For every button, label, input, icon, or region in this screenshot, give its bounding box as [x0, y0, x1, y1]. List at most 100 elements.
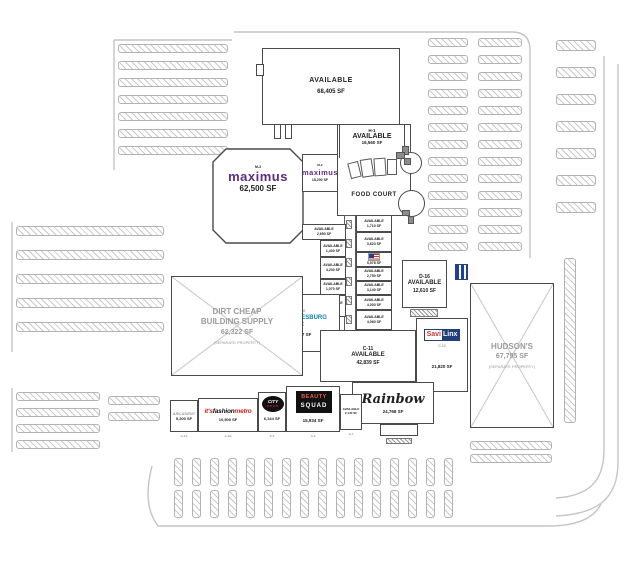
- parking-row: [282, 490, 291, 518]
- building-available-68405: AVAILABLE 68,405 SF: [262, 48, 400, 125]
- parking-row: [354, 458, 363, 486]
- parking-row: [282, 458, 291, 486]
- unit-sf: 3,623 SF: [366, 242, 382, 246]
- d16-label: AVAILABLE: [407, 280, 442, 287]
- parking-row: [16, 408, 100, 417]
- savilinx-logo-left: Savi: [424, 329, 442, 340]
- parking-row: [478, 140, 522, 149]
- maximus-m3-code: M-3: [254, 165, 262, 169]
- fashion-metro-logo-p3: metro: [234, 408, 252, 416]
- parking-row: [16, 298, 164, 308]
- building-arcadent: ARCADENT 5,200 SF: [170, 400, 198, 432]
- unit-sf: 3,140 SF: [366, 288, 382, 292]
- unit-sf: 5,578 SF: [366, 261, 382, 266]
- maximus-m3-label-block: M-3 maximus 62,500 SF: [212, 165, 304, 193]
- parking-row: [470, 441, 552, 450]
- unit-label: AVAILABLE: [364, 269, 384, 274]
- parking-row: [470, 454, 552, 463]
- parking-row: [118, 95, 228, 104]
- fashion-metro-sf: 10,500 SF: [218, 416, 238, 422]
- south-entrance: [380, 424, 418, 436]
- beauty-squad-code: A-3: [310, 434, 316, 438]
- unit-sf: 4,000 SF: [366, 302, 382, 307]
- parking-row: [16, 250, 164, 260]
- beauty-squad-sf: 15,934 SF: [302, 418, 324, 423]
- arcadent-code: A-1A: [180, 434, 188, 438]
- parking-row: [426, 490, 435, 518]
- parking-row: [478, 208, 522, 217]
- parking-row: [478, 106, 522, 115]
- savilinx-code: C-12: [438, 344, 446, 348]
- parking-row: [556, 121, 596, 132]
- savilinx-sf: 21,820 SF: [431, 364, 453, 369]
- parking-row: [478, 72, 522, 81]
- parking-row: [16, 226, 164, 236]
- parking-row: [428, 123, 468, 132]
- road-right-outer: [555, 64, 619, 517]
- parking-row: [228, 458, 237, 486]
- building-c11: C-11 AVAILABLE 42,839 SF: [320, 330, 416, 382]
- parking-row: [16, 322, 164, 332]
- unit-label: AVAILABLE: [314, 227, 334, 232]
- dirt-cheap-sf: 62,322 SF: [220, 328, 254, 336]
- h1-sf: 16,560 SF: [361, 140, 383, 145]
- parking-row: [16, 392, 100, 401]
- unit-sf: 1,400 SF: [325, 248, 341, 253]
- building-maximus-m2: M-2 maximus 18,200 SF: [302, 154, 338, 192]
- corridor-tick: [346, 258, 352, 267]
- arcadent-logo: ARCADENT: [172, 410, 196, 416]
- unit-label: AVAILABLE: [364, 218, 384, 223]
- a4-sf: 2,140 SF: [344, 411, 358, 415]
- maximus-m3-sf: 62,500 SF: [239, 184, 277, 193]
- parking-row: [118, 78, 228, 87]
- c11-sf: 42,839 SF: [356, 359, 380, 366]
- clinic-name-line1: HATTIESBURG: [284, 315, 327, 322]
- fashion-metro-logo-p1: it's: [204, 408, 213, 416]
- building-maximus-m3-shape: [212, 148, 304, 244]
- parking-row: [108, 412, 160, 421]
- parking-row: [408, 490, 417, 518]
- parking-row: [428, 89, 468, 98]
- parking-row: [556, 40, 596, 51]
- food-court-stall: [373, 157, 387, 177]
- parking-row: [354, 490, 363, 518]
- city-gear-logo: CITY GEAR: [262, 396, 284, 412]
- parking-row: [428, 242, 468, 251]
- unit-sf: 1,710 SF: [366, 223, 382, 228]
- building-d16: D-16 AVAILABLE 12,610 SF: [402, 260, 447, 308]
- c11-label: AVAILABLE: [351, 352, 385, 359]
- parking-row: [16, 274, 164, 284]
- parking-row: [228, 490, 237, 518]
- parking-row: [478, 157, 522, 166]
- h1-code: H-1: [368, 128, 376, 133]
- parking-row: [118, 44, 228, 53]
- unit-sf: 4,200 SF: [325, 268, 341, 272]
- road-right-inner: [555, 56, 605, 499]
- parking-row: [428, 191, 468, 200]
- parking-row: [318, 458, 327, 486]
- parking-row: [336, 490, 345, 518]
- h1-label: AVAILABLE: [352, 133, 392, 140]
- dirt-cheap-note: (SEPARATE PROPERTY): [213, 339, 261, 345]
- parking-row: [478, 191, 522, 200]
- parking-row: [428, 157, 468, 166]
- building-h1: [339, 124, 405, 158]
- south-entrance-steps: [386, 438, 412, 444]
- beauty-squad-logo-line1: BEAUTY: [301, 393, 327, 400]
- parking-row: [478, 123, 522, 132]
- unit-label: AVAILABLE: [364, 297, 384, 302]
- parking-row: [210, 490, 219, 518]
- building-dirt-cheap: DIRT CHEAP BUILDING SUPPLY 62,322 SF (SE…: [171, 276, 303, 376]
- food-court-stall: [359, 158, 375, 178]
- parking-row: [118, 61, 228, 70]
- parking-row: [246, 458, 255, 486]
- hudsons-note: (SEPARATE PROPERTY): [488, 364, 536, 370]
- entrance-shape: [404, 158, 411, 165]
